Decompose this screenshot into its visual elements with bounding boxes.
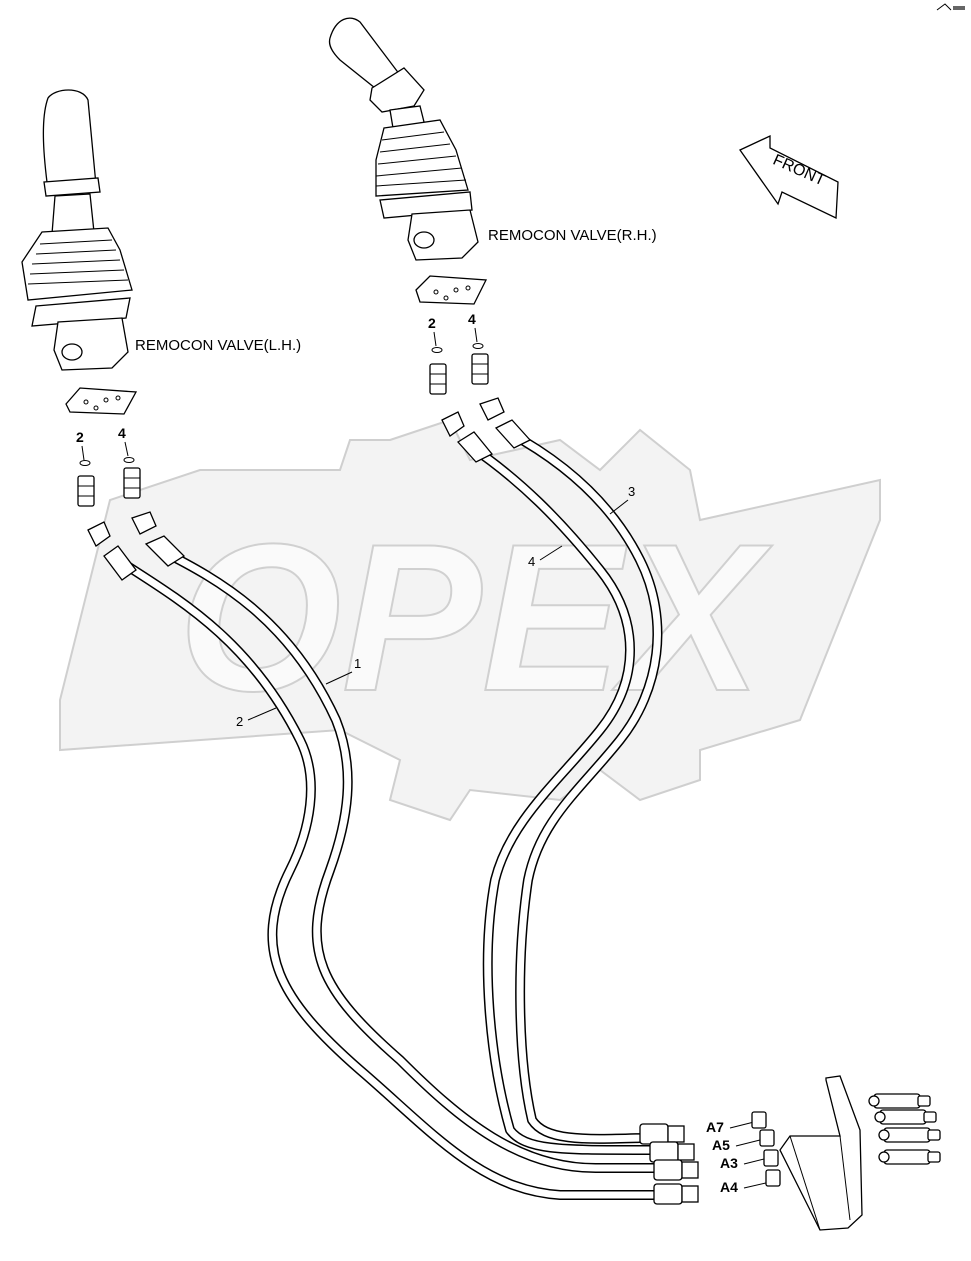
hose-leader-3: [609, 499, 629, 515]
corner-mark: [936, 3, 965, 11]
lh-valve-cap: [61, 343, 83, 361]
hose-leader-2: [247, 707, 277, 721]
hose-leader-4: [539, 545, 563, 561]
hose-top-sleeves: [103, 419, 532, 581]
rh-boot-ribs: [375, 131, 467, 187]
manifold-bracket: [779, 1075, 863, 1231]
lh-adapter-fittings: [77, 467, 141, 507]
lh-oring-4: [123, 457, 135, 463]
hose-leader-1: [325, 671, 353, 685]
rh-gasket-plate: [415, 275, 488, 305]
front-direction-arrow: FRONT: [739, 134, 839, 220]
lh-leader-4: [124, 441, 129, 457]
hose-callout-2: 2: [236, 714, 243, 729]
rh-valve-cap: [413, 231, 435, 249]
bracket-plate: [779, 1075, 863, 1231]
lh-valve-label: REMOCON VALVE(L.H.): [135, 337, 301, 354]
bulkhead-nuts: [751, 1111, 781, 1187]
port-label-a3: A3: [720, 1155, 738, 1171]
rh-remocon-valve: REMOCON VALVE(R.H.): [328, 17, 657, 305]
lh-remocon-valve: REMOCON VALVE(L.H.): [21, 89, 301, 415]
lh-callout-4: 4: [118, 425, 126, 441]
lh-shaft: [51, 193, 95, 235]
bulkhead-connectors: [868, 1093, 941, 1165]
hoses: [113, 427, 665, 1200]
rh-leader-4: [474, 327, 478, 343]
watermark: OPEX: [59, 418, 881, 822]
lh-elbow-fittings: [87, 511, 157, 547]
rh-valve-label: REMOCON VALVE(R.H.): [488, 227, 657, 244]
hose-callout-3: 3: [628, 484, 635, 499]
rh-gasket-holes: [433, 285, 471, 301]
rh-elbow-fittings: [441, 397, 505, 437]
port-label-a4: A4: [720, 1179, 738, 1195]
front-arrow-shape: [739, 134, 839, 220]
rh-callout-2: 2: [428, 315, 436, 331]
rh-adapter-fittings: [429, 353, 489, 395]
port-label-a5: A5: [712, 1137, 730, 1153]
lh-gasket-plate: [65, 387, 138, 415]
port-label-a7: A7: [706, 1119, 724, 1135]
watermark-gear: [59, 418, 881, 822]
lh-oring-2: [79, 460, 91, 466]
rh-rubber-boot: [375, 119, 469, 197]
lh-boot-ribs: [27, 239, 129, 285]
lh-handle-collar: [43, 177, 101, 197]
lh-handle-grip: [42, 89, 97, 191]
rh-callout-4: 4: [468, 311, 476, 327]
hose-callout-1: 1: [354, 656, 361, 671]
lh-leader-2: [81, 445, 85, 461]
lh-valve-body: [53, 317, 129, 371]
lh-gasket-holes: [83, 395, 121, 411]
hose-end-fittings: [639, 1123, 699, 1205]
rh-oring-2: [431, 347, 443, 353]
rh-leader-2: [433, 331, 437, 347]
rh-handle-collar: [369, 67, 425, 113]
hose-callout-4: 4: [528, 554, 535, 569]
rh-oring-4: [472, 343, 484, 349]
lh-rubber-boot: [21, 227, 133, 301]
lh-callout-2: 2: [76, 429, 84, 445]
